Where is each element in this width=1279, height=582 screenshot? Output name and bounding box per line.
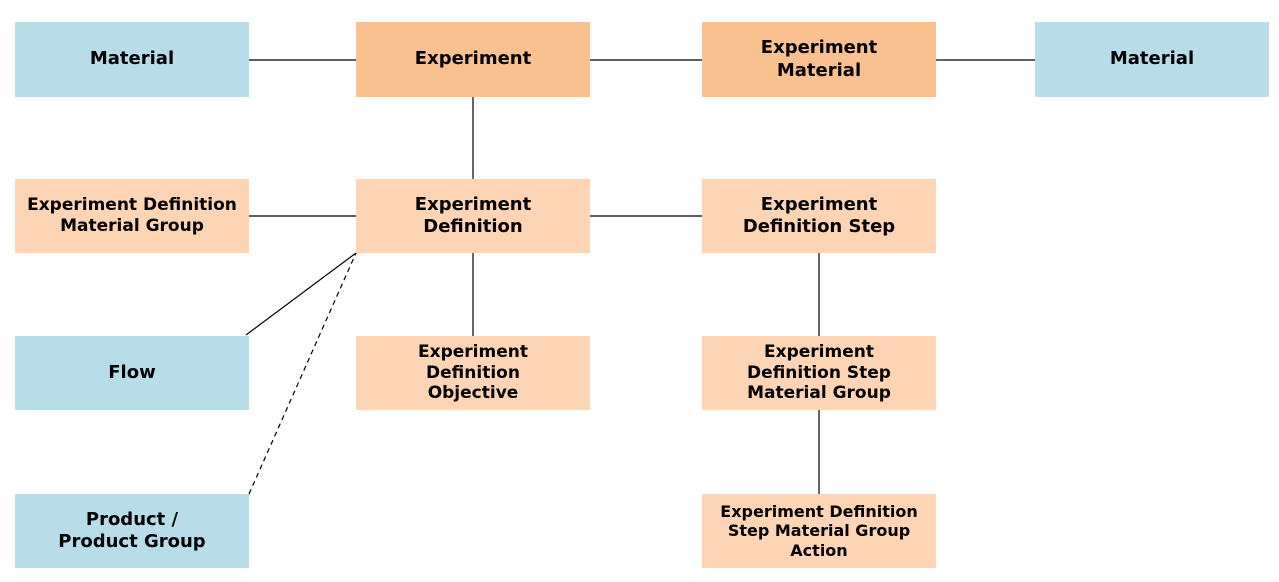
node-experiment-definition-material-group[interactable]: Experiment Definition Material Group <box>15 179 249 253</box>
node-experiment-definition-step[interactable]: Experiment Definition Step <box>702 179 936 253</box>
node-experiment[interactable]: Experiment <box>356 22 590 97</box>
node-label: Experiment Definition Step Material Grou… <box>747 341 891 404</box>
node-experiment-definition[interactable]: Experiment Definition <box>356 179 590 253</box>
node-experiment-definition-step-material-group[interactable]: Experiment Definition Step Material Grou… <box>702 336 936 410</box>
node-material-left[interactable]: Material <box>15 22 249 97</box>
node-label: Experiment <box>414 48 532 70</box>
node-material-right[interactable]: Material <box>1035 22 1269 97</box>
node-experiment-material[interactable]: Experiment Material <box>702 22 936 97</box>
node-label: Experiment Material <box>760 37 878 81</box>
node-label: Product / Product Group <box>58 508 206 553</box>
node-experiment-definition-step-material-group-action[interactable]: Experiment Definition Step Material Grou… <box>702 494 936 568</box>
node-product-group[interactable]: Product / Product Group <box>15 494 249 568</box>
node-label: Material <box>1109 48 1195 70</box>
node-label: Experiment Definition <box>414 193 532 238</box>
node-experiment-definition-objective[interactable]: Experiment Definition Objective <box>356 336 590 410</box>
edge-flow-experiment-definition <box>245 252 357 336</box>
node-label: Experiment Definition Objective <box>418 341 528 404</box>
node-label: Flow <box>108 361 156 383</box>
edge-product-group-experiment-definition <box>248 252 357 495</box>
node-label: Experiment Definition Step Material Grou… <box>720 502 918 560</box>
node-flow[interactable]: Flow <box>15 336 249 410</box>
node-label: Experiment Definition Material Group <box>27 195 237 236</box>
node-label: Material <box>89 48 175 70</box>
node-label: Experiment Definition Step <box>742 193 896 238</box>
